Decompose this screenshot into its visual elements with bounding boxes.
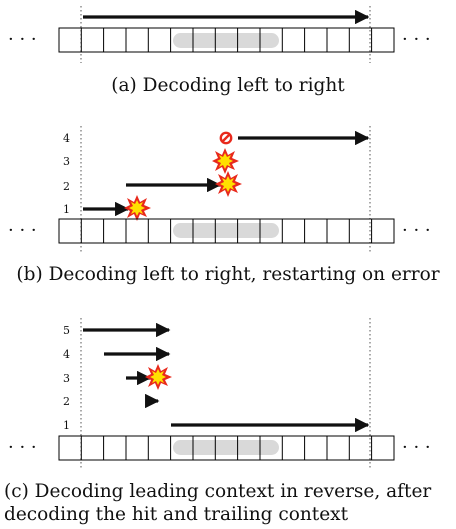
attempt-label: 3 — [63, 372, 70, 385]
ellipsis-right: · · · — [402, 220, 431, 241]
token-row: · · · · · · — [8, 27, 431, 53]
token-row: · · · · · · — [8, 218, 431, 244]
ellipsis-right: · · · — [402, 29, 431, 50]
hit-region — [173, 223, 279, 238]
attempt-label: 5 — [63, 324, 70, 337]
attempt-label: 3 — [63, 155, 70, 168]
explosion-icon — [124, 195, 151, 221]
stop-sign-icon — [219, 131, 233, 145]
attempt-label: 2 — [63, 395, 70, 408]
hit-region — [173, 440, 279, 455]
attempt-label: 4 — [63, 348, 70, 361]
attempt-label: 1 — [63, 419, 70, 432]
caption-c: (c) Decoding leading context in reverse,… — [4, 480, 456, 526]
caption-b: (b) Decoding left to right, restarting o… — [16, 264, 440, 285]
caption-c-line-1: (c) Decoding leading context in reverse,… — [4, 481, 432, 502]
panel-a: · · · · · · — [8, 6, 431, 63]
hit-region — [173, 33, 279, 48]
token-row: · · · · · · — [8, 435, 431, 461]
attempt-label: 2 — [63, 180, 70, 193]
attempt-label: 4 — [63, 132, 70, 145]
caption-c-line-2: decoding the hit and trailing context — [4, 504, 349, 525]
caption-a: (a) Decoding left to right — [111, 75, 345, 96]
explosion-icon — [215, 171, 242, 197]
panel-b: 1 2 3 4 · · · · · · — [8, 126, 431, 252]
ellipsis-left: · · · — [8, 437, 37, 458]
attempt-label: 1 — [63, 203, 70, 216]
explosion-icon — [212, 148, 239, 174]
ellipsis-right: · · · — [402, 437, 431, 458]
ellipsis-left: · · · — [8, 29, 37, 50]
ellipsis-left: · · · — [8, 220, 37, 241]
explosion-icon — [145, 364, 172, 390]
panel-c: 1 2 3 4 5 · · · · · · — [8, 318, 431, 470]
